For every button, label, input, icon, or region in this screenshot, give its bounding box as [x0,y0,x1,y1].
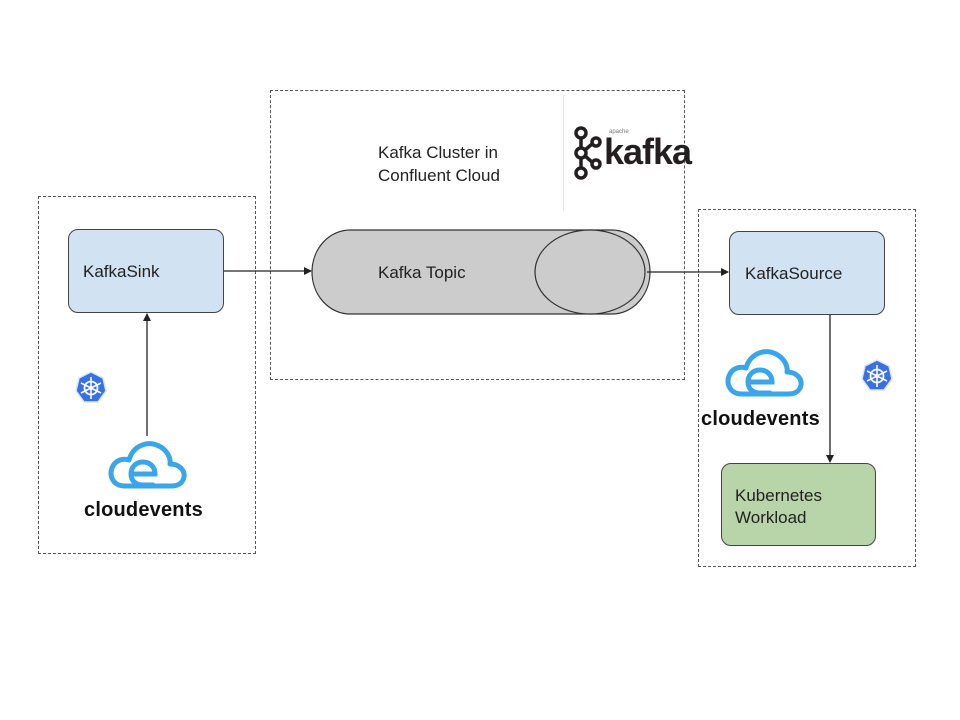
kafka-sink-node: KafkaSink [68,229,224,313]
cloudevents-icon [725,349,804,397]
kafka-logo: apache kafka [563,95,692,211]
workload-label: Kubernetes Workload [735,485,822,529]
sink-group [38,196,256,554]
kafka-source-label: KafkaSource [745,264,843,283]
workload-label-line1: Kubernetes [735,486,822,505]
kubernetes-workload-node: Kubernetes Workload [721,463,876,546]
kafka-cluster-group [270,90,685,380]
kafka-source-node: KafkaSource [729,231,885,315]
cluster-title-line2: Confluent Cloud [378,166,500,185]
kafka-logo-icon [574,126,602,180]
kubernetes-icon [861,359,893,391]
cloudevents-icon [108,441,187,489]
kafka-topic-label: Kafka Topic [378,263,466,282]
kafka-logo-text: kafka [604,131,692,172]
kubernetes-icon [75,371,107,403]
workload-label-line2: Workload [735,508,807,527]
cloudevents-text-left: cloudevents [84,499,203,521]
source-group [698,209,916,567]
cloudevents-text-right: cloudevents [701,408,820,430]
cluster-title-line1: Kafka Cluster in [378,143,498,162]
kafka-sink-label: KafkaSink [83,262,160,281]
kafka-logo-subtext: apache [609,129,629,135]
cluster-title: Kafka Cluster in Confluent Cloud [378,141,500,187]
